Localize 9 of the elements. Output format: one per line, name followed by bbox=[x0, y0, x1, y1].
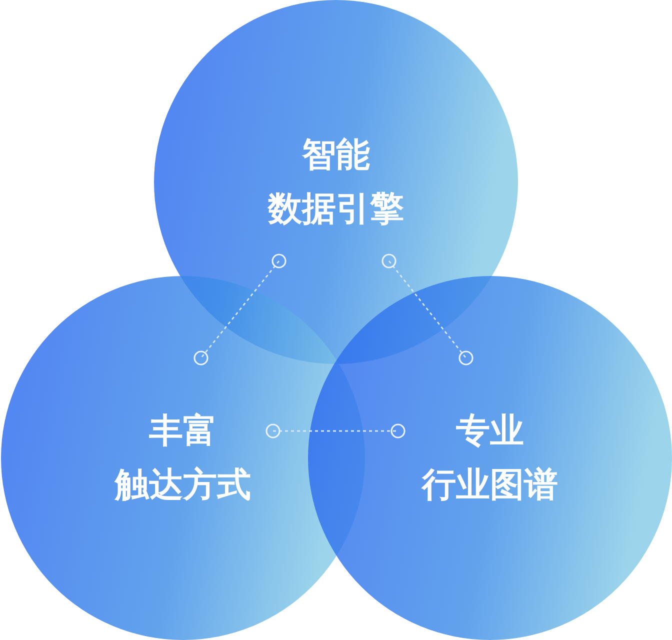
circle-heading: 智能 bbox=[302, 134, 370, 177]
circle-label: 触达方式 bbox=[115, 464, 251, 507]
circle-heading: 丰富 bbox=[149, 410, 217, 453]
dotted-connector bbox=[382, 254, 474, 366]
circle-heading: 专业 bbox=[456, 410, 524, 453]
circle-label: 行业图谱 bbox=[422, 464, 558, 507]
circle-label: 数据引擎 bbox=[268, 188, 404, 231]
dotted-connector bbox=[266, 424, 406, 438]
dotted-connector bbox=[194, 254, 286, 366]
